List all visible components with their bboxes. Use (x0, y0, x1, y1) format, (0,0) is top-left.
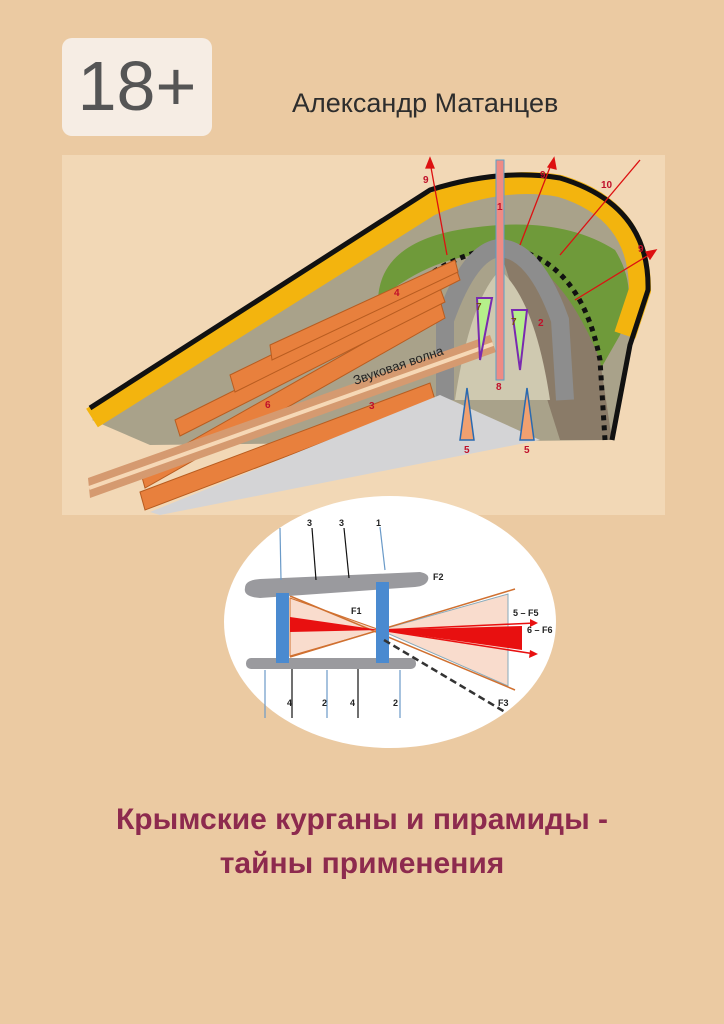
label-1: 1 (497, 202, 503, 213)
diagram-label-2: 2 (322, 698, 327, 708)
force-diagram: 3 3 1 F2 F1 5 – F5 6 – F6 F3 4 2 4 2 (224, 496, 556, 748)
diagram-label-4: 4 (350, 698, 355, 708)
age-rating-badge: 18+ (62, 38, 212, 136)
label-7: 7 (511, 317, 517, 328)
diagram-label-f3: F3 (498, 698, 509, 708)
title-line-2: тайны применения (219, 847, 505, 880)
diagram-label-4: 4 (287, 698, 292, 708)
diagram-label-f6: 6 – F6 (527, 625, 553, 635)
diagram-label-f2: F2 (433, 572, 444, 582)
diagram-label-3: 3 (307, 518, 312, 528)
age-rating: 18+ (77, 47, 197, 125)
book-title: Крымские курганы и пирамиды - тайны прим… (0, 798, 724, 886)
label-3: 3 (369, 401, 375, 412)
label-6: 6 (265, 400, 271, 411)
label-10: 10 (601, 180, 613, 191)
label-7: 7 (476, 302, 482, 313)
label-9: 9 (540, 170, 546, 181)
label-4: 4 (394, 288, 400, 299)
diagram-label-3: 3 (339, 518, 344, 528)
label-9: 9 (638, 244, 644, 255)
diagram-label-1: 1 (376, 518, 381, 528)
title-line-1: Крымские курганы и пирамиды - (115, 803, 609, 836)
label-5: 5 (524, 445, 530, 456)
author-name: Александр Матанцев (292, 88, 559, 118)
label-8: 8 (496, 382, 502, 393)
label-5: 5 (464, 445, 470, 456)
diagram-label-f5: 5 – F5 (513, 608, 539, 618)
diagram-label-2: 2 (393, 698, 398, 708)
diagram-label-f1: F1 (351, 606, 362, 616)
label-9: 9 (423, 175, 429, 186)
label-2: 2 (538, 318, 544, 329)
kurgan-cross-section-illustration: Звуковая волна 9 9 9 10 1 2 3 4 5 5 6 7 (62, 155, 665, 515)
